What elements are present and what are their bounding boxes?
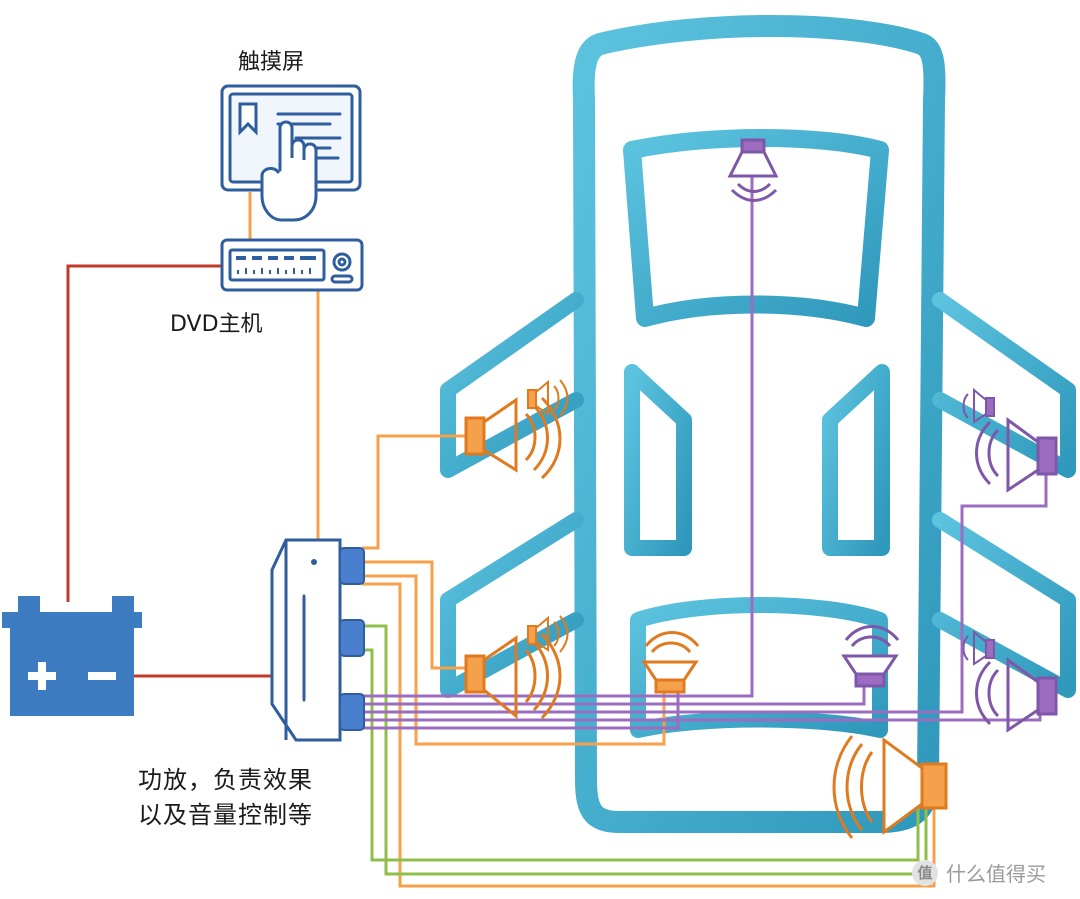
wire-front-left-speaker [362,434,466,550]
power-wires [66,264,272,678]
dvd-head-unit-icon [220,238,364,292]
speaker-front-right-tweeter [962,387,995,424]
wire-rear-center-right [362,676,866,706]
speaker-front-left-tweeter [527,379,569,417]
car-door-front-right [932,292,1076,478]
speaker-subwoofer [832,735,948,839]
wire-rear-left-speaker [362,560,466,670]
wire-sub-green-2 [362,648,920,862]
amplifier-icon [270,538,365,742]
amplifier-label-line2: 以及音量控制等 [138,801,313,829]
touchscreen-label: 触摸屏 [238,50,305,75]
speaker-rear-right [975,657,1058,733]
car-door-front-left [440,292,584,478]
battery-icon [2,596,142,716]
speaker-front-left [464,396,562,480]
wire-sub-green-1 [362,624,928,876]
watermark-logo-icon: 值 [912,859,938,886]
orange-signal-wires [248,192,936,888]
speaker-rear-center-right [841,625,900,688]
wire-extra [362,692,680,730]
head-unit-label: DVD主机 [170,312,263,337]
speaker-front-right [975,417,1058,493]
green-signal-wires [362,624,928,876]
wire-front-right [362,460,1048,714]
car-door-rear-right [932,512,1076,698]
power-wire-headunit [66,264,222,602]
speaker-rear-left-tweeter [527,615,569,653]
touchscreen-icon [220,84,362,222]
speaker-center-front [727,138,779,202]
car-door-rear-left [440,512,584,698]
speaker-rear-center-left [641,631,700,694]
amplifier-port-1 [339,547,365,585]
speaker-rear-right-tweeter [962,629,995,666]
car-window-left [624,364,692,556]
wire-sub-a [362,582,936,888]
car-rear-window [630,597,888,738]
watermark-text: 什么值得买 [946,862,1046,886]
watermark: 值 什么值得买 [912,858,1046,887]
amplifier-port-3 [339,693,365,731]
car-window-right [822,364,890,556]
amplifier-port-2 [339,619,365,657]
car-windshield [623,129,889,327]
amplifier-label-line1: 功放，负责效果 [138,766,313,794]
